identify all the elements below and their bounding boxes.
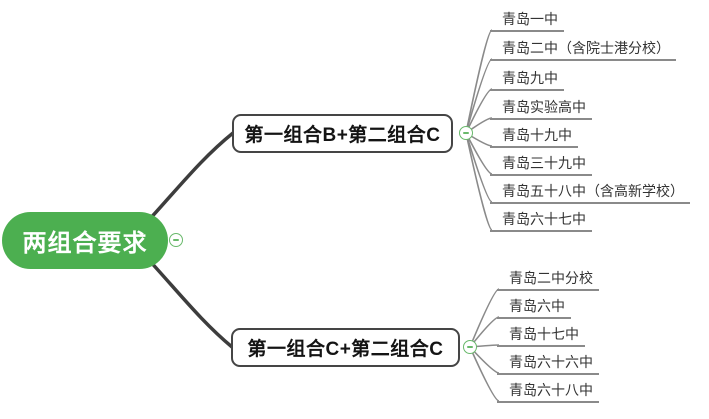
connector-leaf xyxy=(465,132,493,203)
leaf-topic[interactable]: 青岛三十九中 xyxy=(490,154,592,176)
connector-root-branch1 xyxy=(146,131,235,223)
leaf-topic[interactable]: 青岛二中（含院士港分校） xyxy=(490,39,676,61)
branch-topic-2[interactable]: 第一组合C+第二组合C xyxy=(231,328,460,367)
collapse-icon[interactable] xyxy=(169,233,183,247)
leaf-topic[interactable]: 青岛五十八中（含高新学校） xyxy=(490,182,690,204)
root-topic[interactable]: 两组合要求 xyxy=(2,212,168,269)
branch-topic-1[interactable]: 第一组合B+第二组合C xyxy=(232,114,453,153)
connector-leaf xyxy=(469,288,500,348)
leaf-topic[interactable]: 青岛六十八中 xyxy=(497,381,599,403)
connector-root-branch2 xyxy=(146,257,234,349)
leaf-topic[interactable]: 青岛十七中 xyxy=(497,325,585,347)
minus-icon xyxy=(172,239,179,241)
minus-icon xyxy=(466,346,473,348)
connector-leaf xyxy=(469,346,500,402)
leaf-topic[interactable]: 青岛六十六中 xyxy=(497,353,599,375)
collapse-icon[interactable] xyxy=(459,126,473,140)
leaf-topic[interactable]: 青岛实验高中 xyxy=(490,98,592,120)
leaf-topic[interactable]: 青岛六中 xyxy=(497,297,571,319)
leaf-topic[interactable]: 青岛一中 xyxy=(490,10,564,32)
leaf-topic[interactable]: 青岛二中分校 xyxy=(497,269,599,291)
collapse-icon[interactable] xyxy=(463,340,477,354)
leaf-topic[interactable]: 青岛十九中 xyxy=(490,126,578,148)
leaf-topic[interactable]: 青岛六十七中 xyxy=(490,210,592,232)
connector-leaf xyxy=(465,132,493,231)
minus-icon xyxy=(462,132,469,134)
connector-leaf xyxy=(465,132,493,175)
leaf-topic[interactable]: 青岛九中 xyxy=(490,69,564,91)
